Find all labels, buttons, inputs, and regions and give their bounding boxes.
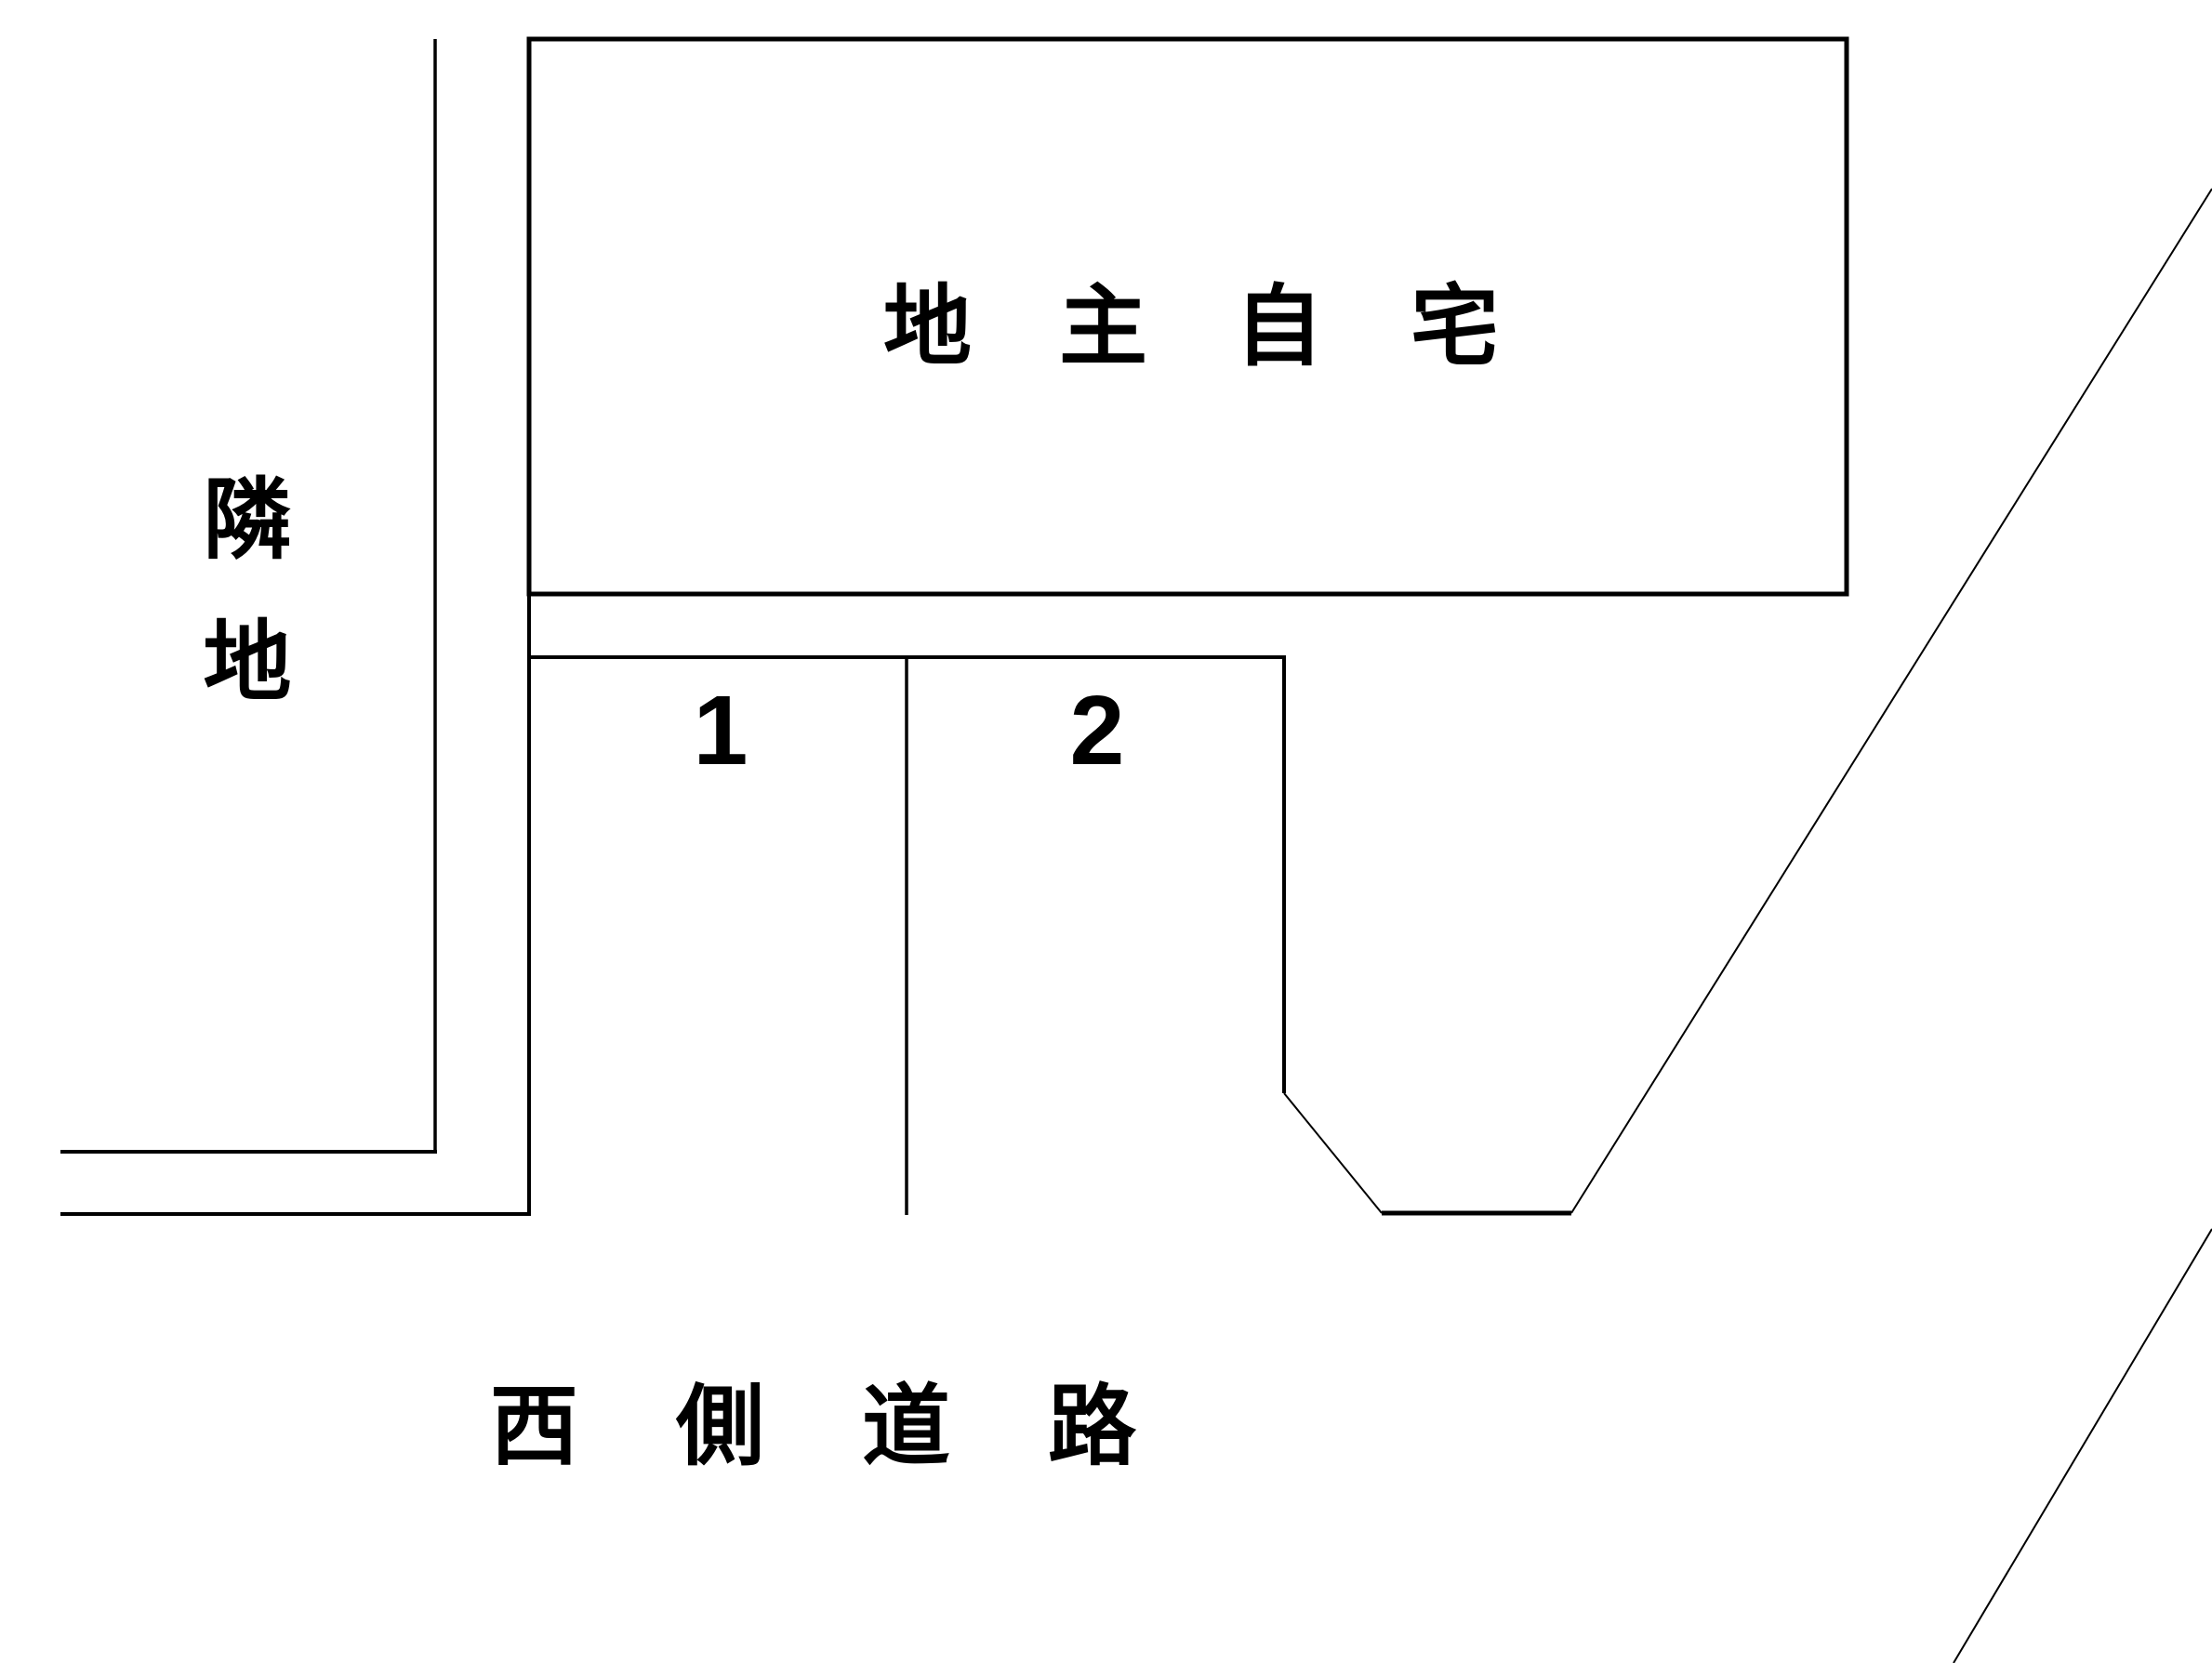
house-label: 地主自宅 [883, 278, 1587, 376]
west-road-label: 西側道路 [490, 1378, 1235, 1476]
neighbor-land-label: 隣地 [203, 471, 292, 712]
parking-corner-diagonal [1283, 1092, 1383, 1214]
parking-space-2-label: 2 [1069, 676, 1125, 785]
road-diagonal-upper [1570, 188, 2212, 1214]
road-diagonal-lower [1953, 1228, 2212, 1663]
parking-space-1-label: 1 [693, 676, 748, 785]
